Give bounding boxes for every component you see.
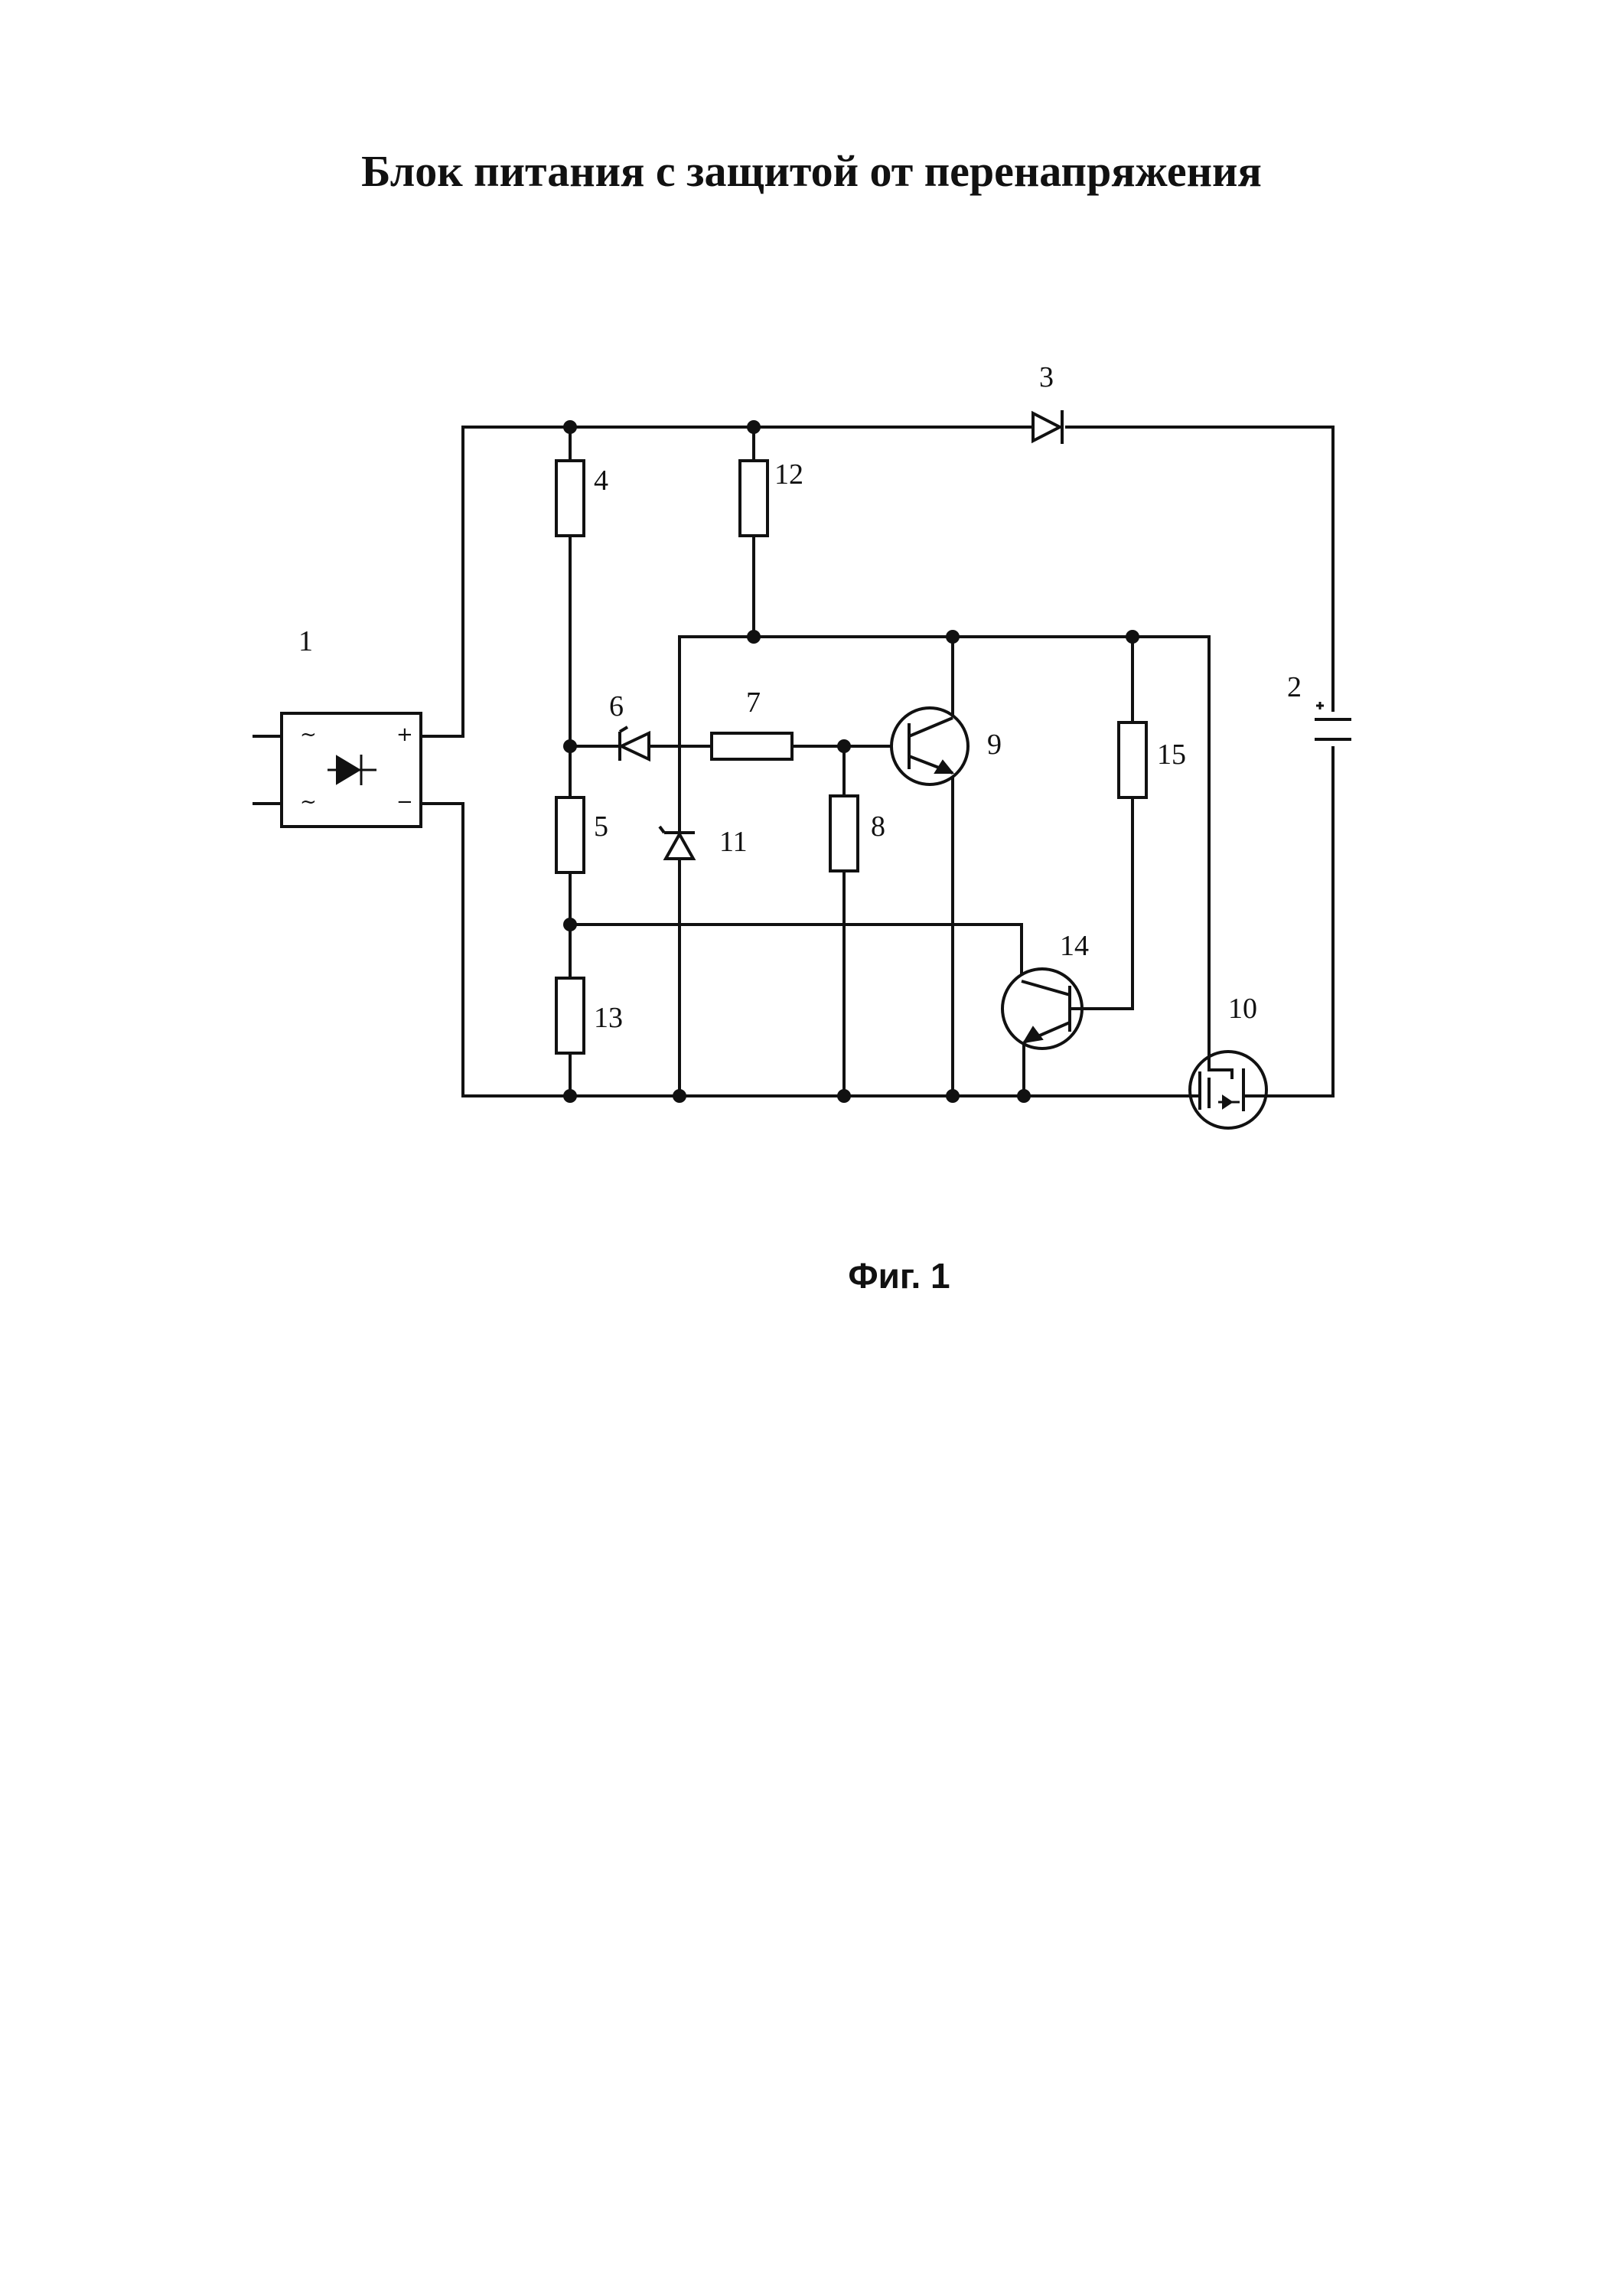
label-5: 5	[594, 810, 608, 843]
label-12: 12	[774, 458, 803, 491]
label-3: 3	[1039, 361, 1054, 393]
ac-mark-top: ~	[300, 723, 317, 746]
figure-caption: Фиг. 1	[848, 1256, 950, 1296]
transistor-14	[1001, 967, 1085, 1050]
resistor-12	[738, 459, 769, 537]
component-labels: 1 2 3 4 5 6 7 8 9 10 11 12 13 14 15	[298, 361, 1302, 1034]
ac-mark-bottom: ~	[300, 791, 317, 814]
diode-3	[1031, 410, 1064, 444]
label-2: 2	[1287, 671, 1302, 703]
label-8: 8	[871, 810, 885, 843]
wires	[421, 426, 1335, 1097]
mosfet-10	[1188, 1050, 1268, 1130]
label-1: 1	[298, 625, 313, 657]
label-9: 9	[987, 729, 1002, 761]
label-15: 15	[1157, 739, 1186, 771]
diode-bridge-1: ~ ~ + −	[253, 712, 422, 828]
junctions	[563, 420, 1139, 1103]
page-title: Блок питания с защитой от перенапряжения	[361, 146, 1262, 196]
minus-mark: −	[396, 791, 413, 814]
label-10: 10	[1228, 993, 1257, 1025]
resistor-13	[555, 977, 585, 1055]
label-11: 11	[719, 826, 748, 858]
capacitor-2	[1315, 702, 1351, 741]
zener-diode-11	[658, 825, 696, 860]
resistor-5	[555, 796, 585, 874]
zener-diode-6	[618, 726, 650, 762]
resistor-7	[710, 732, 794, 761]
resistor-8	[829, 794, 859, 872]
label-7: 7	[746, 687, 761, 719]
resistor-4	[555, 459, 585, 537]
resistor-15	[1117, 721, 1148, 799]
label-6: 6	[609, 690, 624, 722]
plus-mark: +	[396, 723, 413, 746]
transistor-9	[890, 706, 970, 786]
label-13: 13	[594, 1002, 623, 1034]
label-14: 14	[1060, 930, 1089, 962]
label-4: 4	[594, 465, 608, 497]
